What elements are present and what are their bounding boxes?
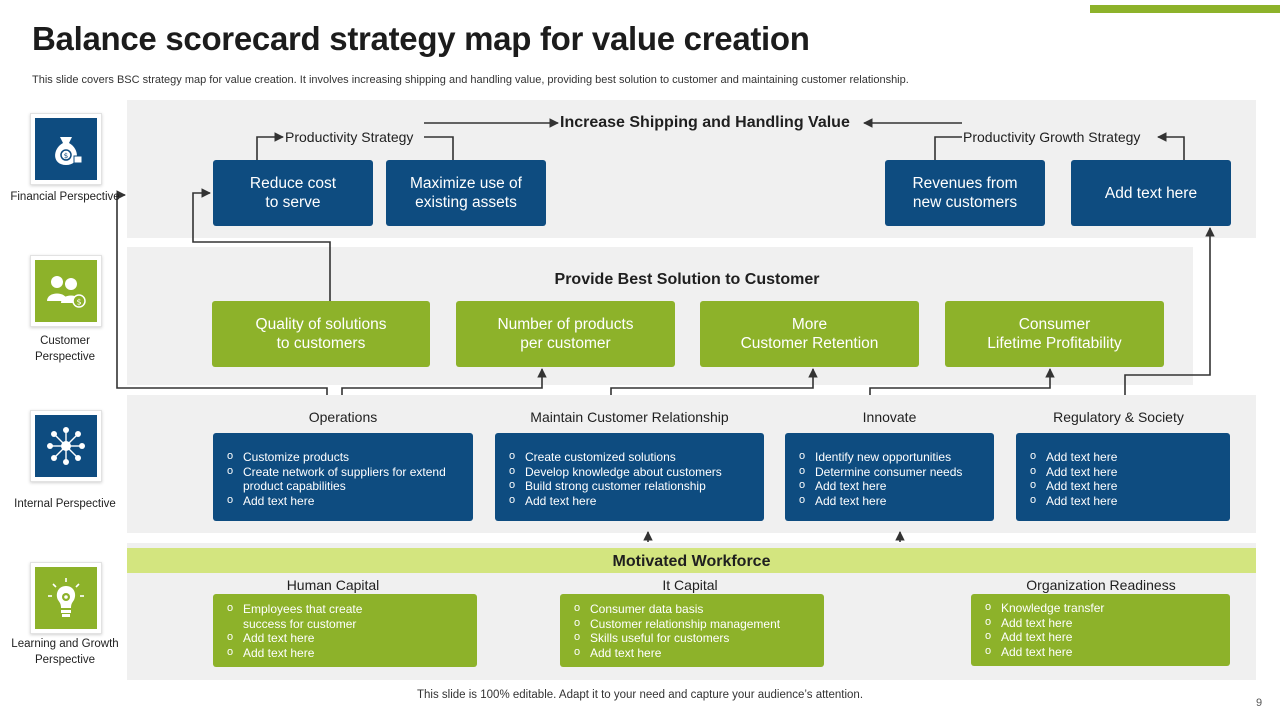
learning-perspective-label: Learning and Growth Perspective bbox=[11, 638, 119, 666]
customer-perspective-tile: $ bbox=[30, 255, 102, 327]
money-bag-icon: $ bbox=[35, 118, 97, 180]
list-item: Add text here bbox=[574, 645, 814, 661]
internal-box-operations: Customize products Create network of sup… bbox=[213, 433, 473, 521]
internal-box-innovate: Identify new opportunities Determine con… bbox=[785, 433, 994, 521]
customer-perspective-label: Customer Perspective bbox=[34, 335, 96, 363]
list-item: Add text here bbox=[799, 478, 984, 494]
customer-box-retention: More Customer Retention bbox=[700, 301, 919, 367]
page-subtitle: This slide covers BSC strategy map for v… bbox=[32, 74, 909, 86]
customer-box-quality: Quality of solutions to customers bbox=[212, 301, 430, 367]
financial-perspective-tile: $ bbox=[30, 113, 102, 185]
list-item: Add text here bbox=[985, 629, 1220, 645]
customer-box-profitability: Consumer Lifetime Profitability bbox=[945, 301, 1164, 367]
list-item: Add text here bbox=[1030, 449, 1220, 465]
list-item: Add text here bbox=[1030, 493, 1220, 509]
internal-head-operations: Operations bbox=[308, 409, 378, 425]
list-item: Add text here bbox=[985, 644, 1220, 660]
growth-strategy-label: Productivity Growth Strategy bbox=[963, 129, 1141, 145]
financial-box-add-text: Add text here bbox=[1071, 160, 1231, 226]
internal-head-regulatory: Regulatory & Society bbox=[1053, 409, 1184, 425]
list-item: Create customized solutions bbox=[509, 449, 754, 465]
internal-box-regulatory: Add text here Add text here Add text her… bbox=[1016, 433, 1230, 521]
internal-head-innovate: Innovate bbox=[862, 409, 917, 425]
lightbulb-gear-icon bbox=[35, 567, 97, 629]
list-item: Build strong customer relationship bbox=[509, 478, 754, 494]
list-item: Add text here bbox=[227, 645, 467, 661]
page-title: Balance scorecard strategy map for value… bbox=[32, 20, 810, 57]
financial-main-title: Increase Shipping and Handling Value bbox=[560, 114, 850, 131]
list-item: Add text here bbox=[227, 493, 463, 509]
internal-perspective-label: Internal Perspective bbox=[14, 498, 116, 510]
learning-head-human: Human Capital bbox=[286, 577, 380, 593]
page-number: 9 bbox=[1256, 697, 1263, 709]
svg-text:$: $ bbox=[77, 298, 82, 307]
footer-note: This slide is 100% editable. Adapt it to… bbox=[416, 689, 864, 701]
financial-box-reduce-cost: Reduce cost to serve bbox=[213, 160, 373, 226]
list-item: Consumer data basis bbox=[574, 601, 814, 617]
network-icon bbox=[35, 415, 97, 477]
productivity-strategy-label: Productivity Strategy bbox=[285, 129, 414, 145]
list-item: Add text here bbox=[1030, 464, 1220, 480]
list-item: Identify new opportunities bbox=[799, 449, 984, 465]
financial-box-revenues: Revenues from new customers bbox=[885, 160, 1045, 226]
list-item: Create network of suppliers for extend p… bbox=[227, 464, 463, 494]
svg-text:$: $ bbox=[64, 152, 68, 160]
list-item: Customize products bbox=[227, 449, 463, 465]
learning-box-human: Employees that create success for custom… bbox=[213, 594, 477, 667]
learning-title: Motivated Workforce bbox=[612, 553, 771, 570]
list-item: Add text here bbox=[1030, 478, 1220, 494]
learning-box-org: Knowledge transfer Add text here Add tex… bbox=[971, 594, 1230, 666]
customers-icon: $ bbox=[35, 260, 97, 322]
learning-head-it: It Capital bbox=[662, 577, 718, 593]
list-item: Employees that create success for custom… bbox=[227, 601, 467, 631]
internal-box-relationship: Create customized solutions Develop know… bbox=[495, 433, 764, 521]
customer-title: Provide Best Solution to Customer bbox=[554, 271, 820, 288]
customer-box-products: Number of products per customer bbox=[456, 301, 675, 367]
top-accent-bar bbox=[1090, 5, 1280, 13]
list-item: Add text here bbox=[509, 493, 754, 509]
list-item: Develop knowledge about customers bbox=[509, 464, 754, 480]
internal-head-relationship: Maintain Customer Relationship bbox=[530, 409, 729, 425]
list-item: Customer relationship management bbox=[574, 616, 814, 632]
list-item: Add text here bbox=[985, 615, 1220, 631]
learning-perspective-tile bbox=[30, 562, 102, 634]
financial-box-maximize-assets: Maximize use of existing assets bbox=[386, 160, 546, 226]
list-item: Add text here bbox=[227, 630, 467, 646]
list-item: Determine consumer needs bbox=[799, 464, 984, 480]
list-item: Add text here bbox=[799, 493, 984, 509]
internal-perspective-tile bbox=[30, 410, 102, 482]
financial-perspective-label: Financial Perspective bbox=[10, 191, 120, 203]
learning-box-it: Consumer data basis Customer relationshi… bbox=[560, 594, 824, 667]
list-item: Knowledge transfer bbox=[985, 600, 1220, 616]
list-item: Skills useful for customers bbox=[574, 630, 814, 646]
learning-head-org: Organization Readiness bbox=[1026, 577, 1176, 593]
motivated-workforce-strip bbox=[127, 548, 1256, 573]
